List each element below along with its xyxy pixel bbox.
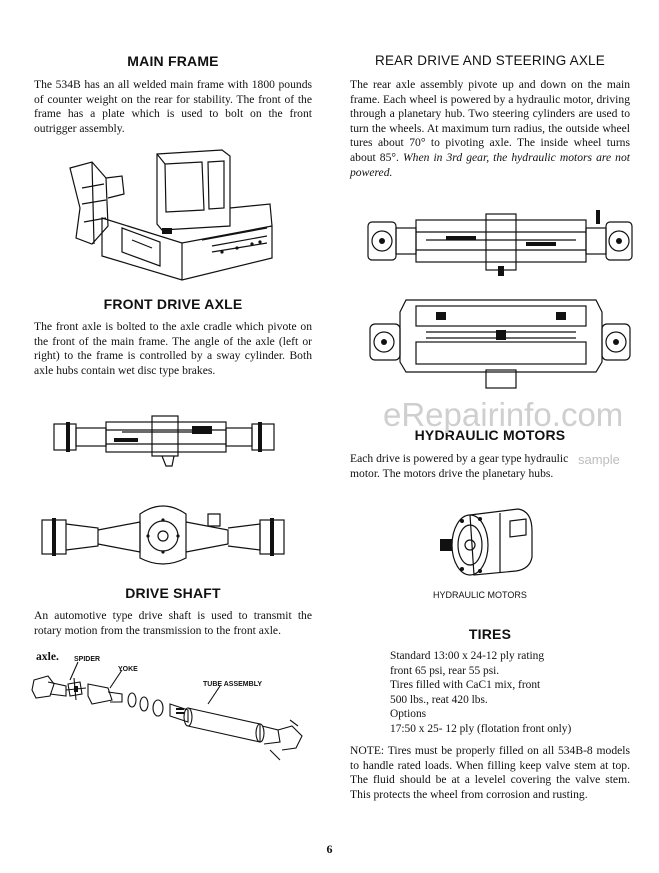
- tires-spec-line: 17:50 x 25- 12 ply (flotation front only…: [390, 722, 572, 735]
- drive-shaft-illustration: [31, 661, 303, 761]
- watermark-sample: sample: [578, 452, 620, 467]
- tires-spec-line: 500 lbs., reat 420 lbs.: [390, 693, 488, 706]
- front-drive-axle-text: The front axle is bolted to the axle cra…: [34, 320, 312, 377]
- tires-heading: TIRES: [468, 626, 512, 642]
- rear-drive-body: The rear axle assembly pivote up and dow…: [350, 78, 630, 164]
- rear-axle-cradle-illustration: [369, 299, 631, 389]
- page-number: 6: [326, 842, 333, 856]
- rear-axle-top-view-illustration: [367, 210, 633, 276]
- tires-note: NOTE: Tires must be properly filled on a…: [350, 744, 630, 801]
- hydraulic-motors-caption: HYDRAULIC MOTORS: [433, 590, 527, 600]
- front-drive-axle-heading: FRONT DRIVE AXLE: [103, 296, 243, 312]
- watermark-brand: eRepairinfo.com: [383, 396, 624, 433]
- tires-spec-line: Standard 13:00 x 24-12 ply rating: [390, 650, 545, 662]
- tires-spec-list: Standard 13:00 x 24-12 ply rating front …: [390, 649, 571, 737]
- front-axle-front-view-illustration: [41, 505, 285, 565]
- hydraulic-motors-heading: HYDRAULIC MOTORS: [414, 427, 566, 443]
- spider-label: SPIDER: [74, 656, 101, 663]
- main-frame-text: The 534B has an all welded main frame wi…: [34, 78, 312, 135]
- yoke-label: YOKE: [118, 666, 138, 673]
- front-axle-top-view-illustration: [53, 415, 275, 467]
- main-frame-illustration: [69, 149, 273, 281]
- drive-shaft-text: An automotive type drive shaft is used t…: [34, 609, 312, 637]
- hydraulic-motor-illustration: [440, 508, 533, 576]
- tires-spec-line: front 65 psi, rear 55 psi.: [390, 664, 500, 677]
- hydraulic-motors-text: Each drive is powered by a gear type hyd…: [350, 452, 569, 480]
- main-frame-heading: MAIN FRAME: [127, 53, 219, 69]
- rear-drive-heading: REAR DRIVE AND STEERING AXLE: [375, 53, 605, 68]
- tube-assembly-label: TUBE ASSEMBLY: [203, 681, 262, 688]
- tires-spec-line: Options: [390, 708, 427, 721]
- drive-shaft-heading: DRIVE SHAFT: [125, 585, 221, 601]
- rear-drive-text: The rear axle assembly pivote up and dow…: [350, 78, 630, 180]
- rear-drive-italic-note: When in 3rd gear, the hydraulic motors a…: [350, 150, 630, 179]
- drive-shaft-axle-label: axle.: [36, 650, 59, 663]
- tires-spec-line: Tires filled with CaC1 mix, front: [390, 679, 541, 692]
